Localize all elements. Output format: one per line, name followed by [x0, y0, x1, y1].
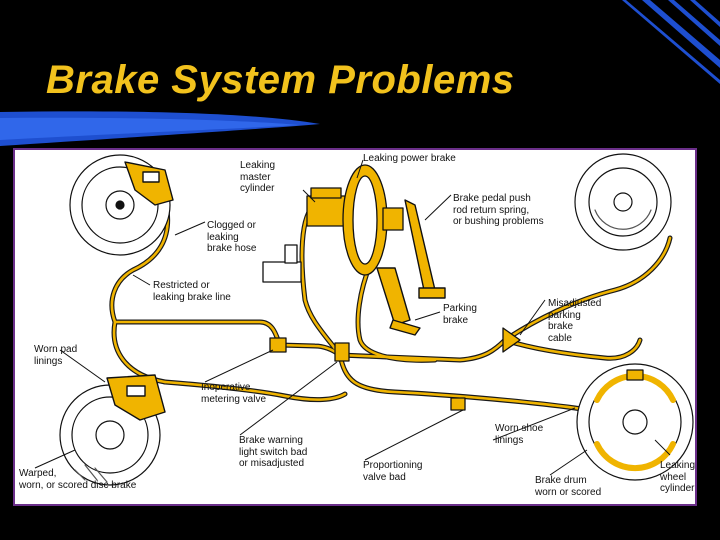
metering-valve [269, 337, 287, 353]
label-leaking-master-cylinder: Leaking master cylinder [240, 160, 276, 194]
label-inoperative-metering-valve: Inoperative metering valve [201, 382, 267, 405]
label-leaking-wheel-cylinder: Leaking wheel cylinder [660, 460, 696, 494]
label-misadjusted-parking-cable: Misadjusted parking brake cable [548, 298, 602, 344]
corner-streaks [622, 0, 720, 84]
power-brake-booster [342, 164, 404, 276]
diagram-panel: Leaking master cylinder Leaking power br… [13, 148, 697, 506]
parking-cable-equalizer [502, 327, 521, 353]
label-proportioning-valve: Proportioning valve bad [363, 460, 423, 483]
label-worn-pad-linings: Worn pad linings [34, 344, 78, 367]
parking-brake-lever [376, 267, 421, 336]
label-worn-shoe-linings: Worn shoe linings [495, 423, 544, 446]
label-brake-pedal-push-rod: Brake pedal push rod return spring, or b… [453, 193, 544, 227]
brake-warning-switch [450, 397, 466, 411]
label-warped-disc-brake: Warped, worn, or scored disc brake [19, 468, 137, 491]
label-parking-brake: Parking brake [443, 303, 477, 326]
slide-title: Brake System Problems [46, 58, 515, 102]
lower-right-drum [576, 363, 694, 481]
rear-left-caliper [106, 374, 166, 421]
label-brake-warning-light-switch: Brake warning light switch bad or misadj… [239, 435, 308, 469]
proportioning-valve [334, 342, 350, 362]
leader-lines [34, 159, 671, 476]
label-leaking-power-brake: Leaking power brake [363, 153, 456, 164]
label-restricted-brake-line: Restricted or leaking brake line [153, 280, 231, 303]
brake-diagram-drawing [34, 153, 694, 486]
front-left-caliper [124, 161, 174, 206]
master-cylinder [262, 187, 346, 283]
upper-right-drum [574, 153, 672, 251]
brake-pedal [404, 199, 446, 299]
label-brake-drum: Brake drum worn or scored [535, 475, 602, 498]
label-clogged-brake-hose: Clogged or leaking brake hose [207, 220, 257, 254]
